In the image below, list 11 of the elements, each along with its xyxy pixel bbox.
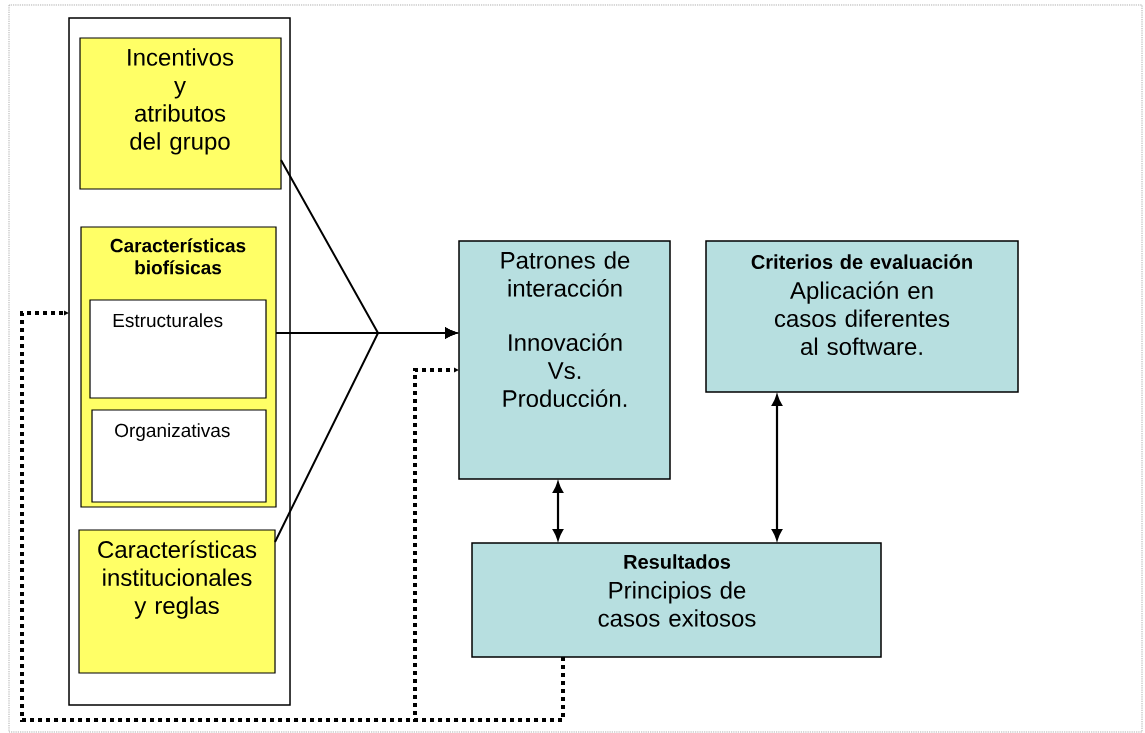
feedback-arrow: [413, 367, 565, 722]
arrow: [274, 327, 457, 543]
double-arrow: [771, 394, 783, 541]
factor-box: Características institucionales y reglas: [78, 529, 276, 674]
process-box: Criterios de evaluación Aplicación en casos diferentes al software.: [705, 240, 1019, 393]
sub-box: Organizativas: [91, 409, 267, 503]
process-box: Resultados Principios de casos exitosos: [471, 542, 882, 658]
process-box: Patrones de interacción Innovación Vs. Producción.: [458, 240, 671, 480]
double-arrow: [552, 481, 564, 541]
factor-box: Incentivos y atributos del grupo: [79, 37, 282, 190]
sub-box: Estructurales: [89, 299, 267, 399]
